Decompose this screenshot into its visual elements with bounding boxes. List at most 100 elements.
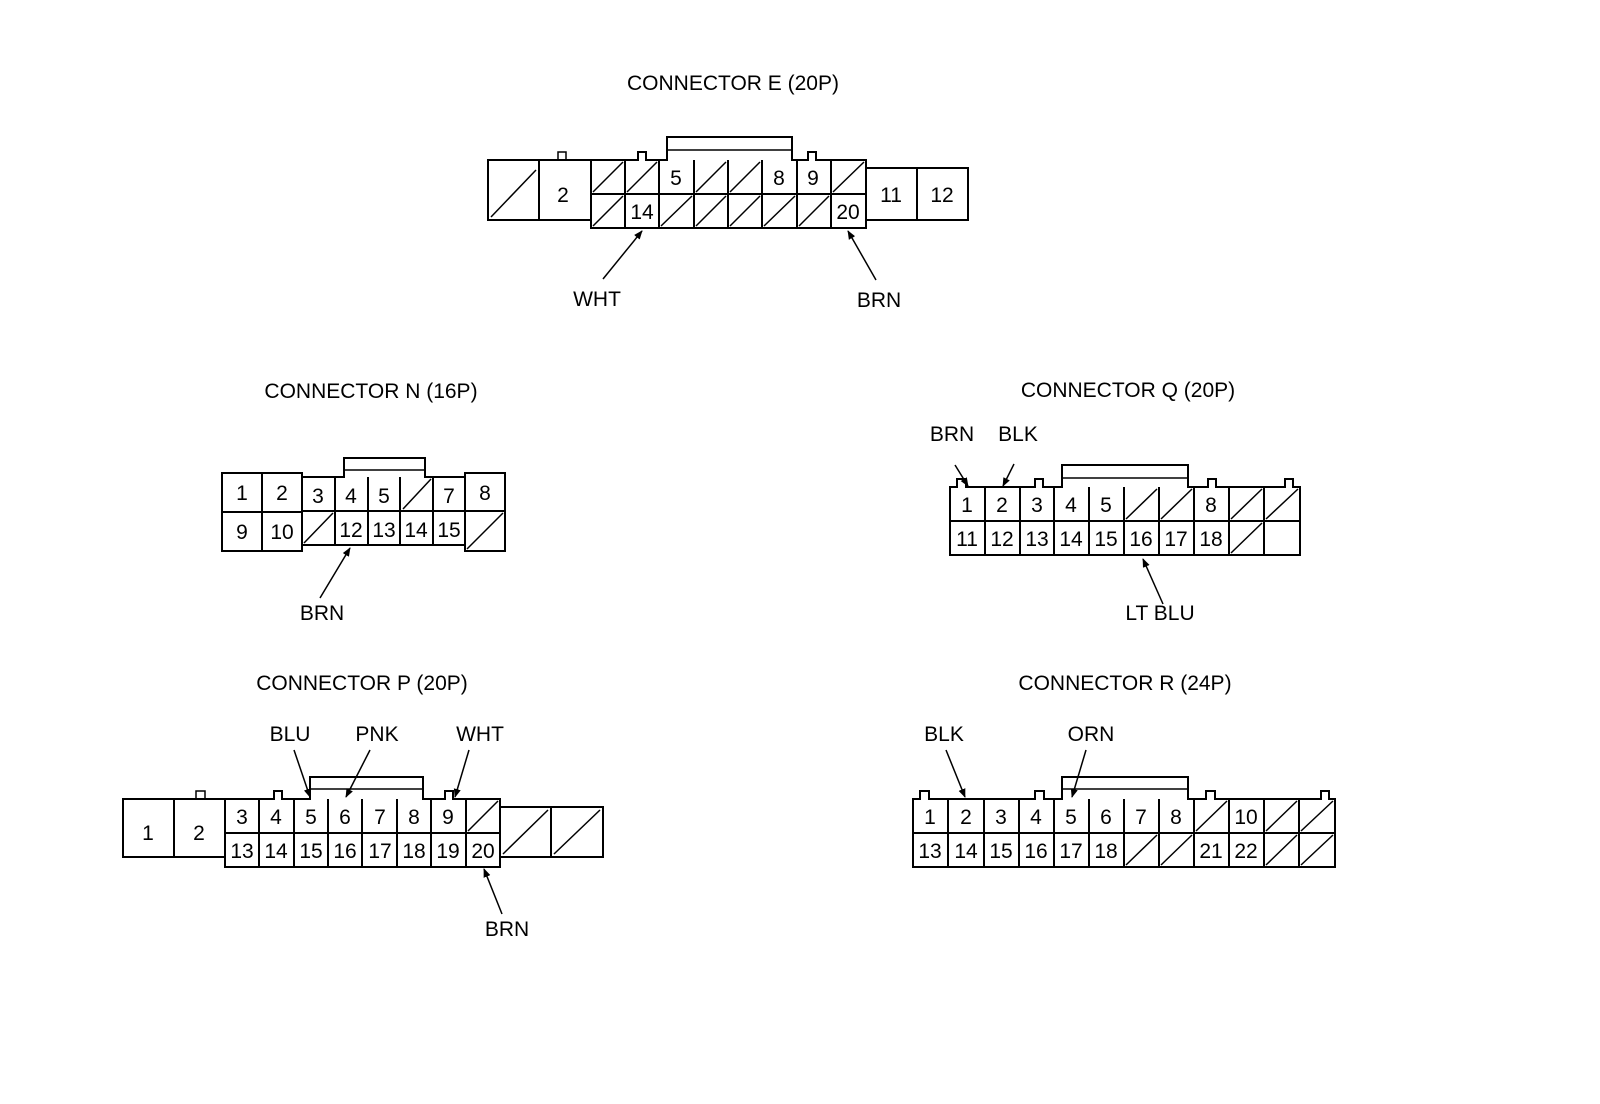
connector-r-pin-8: 8 — [1170, 806, 1182, 829]
connector-p-middle-housing — [224, 776, 501, 868]
connector-r-pin-13: 13 — [918, 840, 941, 863]
connector-e-pin-1-empty — [490, 169, 537, 218]
connector-e-wire-20-arrow — [847, 230, 877, 281]
connector-r-housing — [912, 776, 1336, 868]
connector-n-pin-15: 15 — [437, 519, 460, 542]
connector-p-pin-9: 9 — [442, 806, 454, 829]
connector-r-pin-14: 14 — [954, 840, 978, 863]
connector-p-pin-13: 13 — [230, 840, 253, 863]
connector-q-wire-1-arrow — [954, 464, 969, 487]
connector-e-pin-5: 5 — [670, 167, 682, 190]
connector-r-pin-4: 4 — [1030, 806, 1042, 829]
connector-p-pin-14: 14 — [264, 840, 288, 863]
connector-q-wire-1-color: BRN — [930, 423, 974, 446]
connector-p-wire-6-color: PNK — [355, 723, 398, 746]
connector-e-wire-14-color: WHT — [573, 288, 621, 311]
connector-q-pin-15: 15 — [1094, 528, 1117, 551]
connector-q-pin-4: 4 — [1065, 494, 1077, 517]
connector-n-pin-14: 14 — [404, 519, 428, 542]
connector-n-pin-4: 4 — [345, 485, 357, 508]
connector-r-title: CONNECTOR R (24P) — [1018, 672, 1231, 695]
connector-p-wire-6-arrow — [345, 749, 371, 798]
connector-q-pin-18: 18 — [1199, 528, 1222, 551]
connector-r-pin-18: 18 — [1094, 840, 1117, 863]
connector-r-wire-2-color: BLK — [924, 723, 964, 746]
connector-e: CONNECTOR E (20P) — [487, 72, 969, 312]
connector-p: CONNECTOR P (20P) 1 2 3 4 5 6 — [122, 672, 604, 941]
connector-n-wire-12-arrow — [319, 547, 351, 599]
connector-p-pin-4: 4 — [270, 806, 282, 829]
connector-e-pin-20: 20 — [836, 201, 859, 224]
connector-e-title: CONNECTOR E (20P) — [627, 72, 839, 95]
connector-n-pin-9: 9 — [236, 521, 248, 544]
connector-e-pin-8: 8 — [773, 167, 785, 190]
connector-p-pin-16: 16 — [333, 840, 356, 863]
connector-p-wire-5-color: BLU — [270, 723, 311, 746]
connector-q-pin-3: 3 — [1031, 494, 1043, 517]
connector-p-pin-15: 15 — [299, 840, 322, 863]
connector-n-pin-8: 8 — [479, 482, 491, 505]
connector-r-pin-17: 17 — [1059, 840, 1082, 863]
connector-q-wire-16-color: LT BLU — [1125, 602, 1194, 625]
connector-r-pin-10: 10 — [1234, 806, 1257, 829]
connector-p-pin-20: 20 — [471, 840, 494, 863]
connector-r-wire-5-arrow — [1070, 749, 1087, 798]
connector-q-title: CONNECTOR Q (20P) — [1021, 379, 1235, 402]
connector-n-pin-1: 1 — [236, 482, 248, 505]
connector-r-wire-5-color: ORN — [1068, 723, 1115, 746]
connector-e-wire-20-color: BRN — [857, 289, 901, 312]
connector-n-pin-10: 10 — [270, 521, 293, 544]
connector-q-pin-14: 14 — [1059, 528, 1083, 551]
connector-q-pin-2: 2 — [996, 494, 1008, 517]
connector-p-pin-19: 19 — [436, 840, 459, 863]
connector-q-wire-2-arrow — [1002, 463, 1015, 487]
connector-p-wire-9-arrow — [453, 749, 470, 798]
connector-r-pin-1: 1 — [924, 806, 936, 829]
connector-r-pin-21: 21 — [1199, 840, 1222, 863]
connector-n: CONNECTOR N (16P) 1 2 3 4 5 7 8 9 10 12 — [221, 380, 506, 625]
connector-q-pin-16: 16 — [1129, 528, 1152, 551]
connector-q-wire-2-color: BLK — [998, 423, 1038, 446]
connector-q-pin-1: 1 — [961, 494, 973, 517]
connector-q-wire-16-arrow — [1142, 558, 1164, 605]
connector-q-pin-5: 5 — [1100, 494, 1112, 517]
connector-r-pin-6: 6 — [1100, 806, 1112, 829]
connector-p-wire-20-color: BRN — [485, 918, 529, 941]
connector-r-pin-7: 7 — [1135, 806, 1147, 829]
connector-e-middle-housing — [590, 136, 867, 229]
connector-q: CONNECTOR Q (20P) 1 2 3 4 5 8 11 — [930, 379, 1301, 625]
connector-e-pin-11: 11 — [880, 184, 902, 207]
connector-r-pin-16: 16 — [1024, 840, 1047, 863]
connector-p-wire-9-color: WHT — [456, 723, 504, 746]
connector-n-title: CONNECTOR N (16P) — [264, 380, 477, 403]
connector-e-pin-2: 2 — [557, 184, 569, 207]
connector-p-pin-2: 2 — [193, 822, 205, 845]
connector-e-pin-9: 9 — [807, 167, 819, 190]
connector-p-pin-5: 5 — [305, 806, 317, 829]
connector-p-pin-8: 8 — [408, 806, 420, 829]
connector-n-pin-3: 3 — [312, 485, 324, 508]
connector-p-pin-17: 17 — [368, 840, 391, 863]
connector-p-pin-18: 18 — [402, 840, 425, 863]
connector-p-pin-6: 6 — [339, 806, 351, 829]
connector-p-title: CONNECTOR P (20P) — [256, 672, 468, 695]
connector-p-pin-1: 1 — [142, 822, 154, 845]
connector-p-wire-20-arrow — [483, 868, 503, 915]
connector-r-wire-2-arrow — [945, 749, 966, 798]
connector-q-pin-13: 13 — [1025, 528, 1048, 551]
connector-e-pin-12: 12 — [930, 184, 953, 207]
connector-n-pin-2: 2 — [276, 482, 288, 505]
connector-r-pin-22: 22 — [1234, 840, 1257, 863]
connector-r-pin-5: 5 — [1065, 806, 1077, 829]
connector-r: CONNECTOR R (24P) 1 — [912, 672, 1336, 868]
connector-e-pin-14: 14 — [630, 201, 654, 224]
connector-q-pin-12: 12 — [990, 528, 1013, 551]
connector-n-pin-7: 7 — [443, 485, 455, 508]
connector-p-pin-7: 7 — [374, 806, 386, 829]
connector-r-pin-15: 15 — [989, 840, 1012, 863]
connector-n-wire-12-color: BRN — [300, 602, 344, 625]
connector-e-wire-14-arrow — [602, 230, 643, 280]
connector-n-pin-5: 5 — [378, 485, 390, 508]
connector-p-pin-3: 3 — [236, 806, 248, 829]
